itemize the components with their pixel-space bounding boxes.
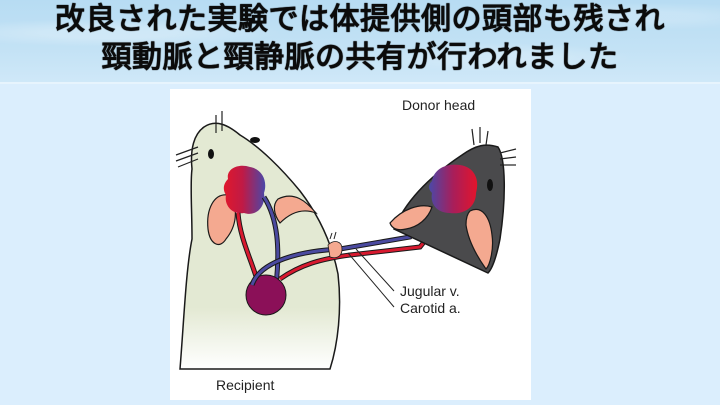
donor-head-label: Donor head: [402, 97, 476, 113]
recipient-label: Recipient: [216, 377, 275, 393]
whiskers-icon: [471, 127, 517, 166]
eye-icon: [487, 179, 493, 191]
recipient-rat: [175, 111, 341, 370]
label-pointers: [347, 248, 395, 308]
banner-texture: [0, 0, 720, 82]
ear-icon: [273, 195, 318, 224]
ear-icon: [389, 205, 433, 231]
whiskers-icon: [175, 111, 223, 168]
eye-icon: [208, 149, 214, 159]
head-transplant-diagram: [175, 111, 517, 370]
jugular-label: Jugular v.: [400, 283, 460, 299]
ear-icon: [207, 194, 236, 246]
donor-brain: [429, 164, 478, 214]
ear-icon: [465, 208, 494, 270]
recipient-heart: [245, 274, 287, 316]
recipient-brain: [223, 165, 266, 214]
eye-icon: [250, 137, 260, 143]
title-line-1: 改良された実験では体提供側の頭部も残され: [55, 2, 665, 37]
title-banner: 改良された実験では体提供側の頭部も残され 頸動脈と頸静脈の共有が行われました: [0, 0, 720, 84]
donor-head: [389, 127, 517, 274]
title-line-2: 頸動脈と頸静脈の共有が行われました: [101, 40, 619, 75]
carotid-label: Carotid a.: [400, 300, 461, 316]
diagram-panel: Donor head Jugular v. Carotid a. Recipie…: [170, 89, 531, 400]
